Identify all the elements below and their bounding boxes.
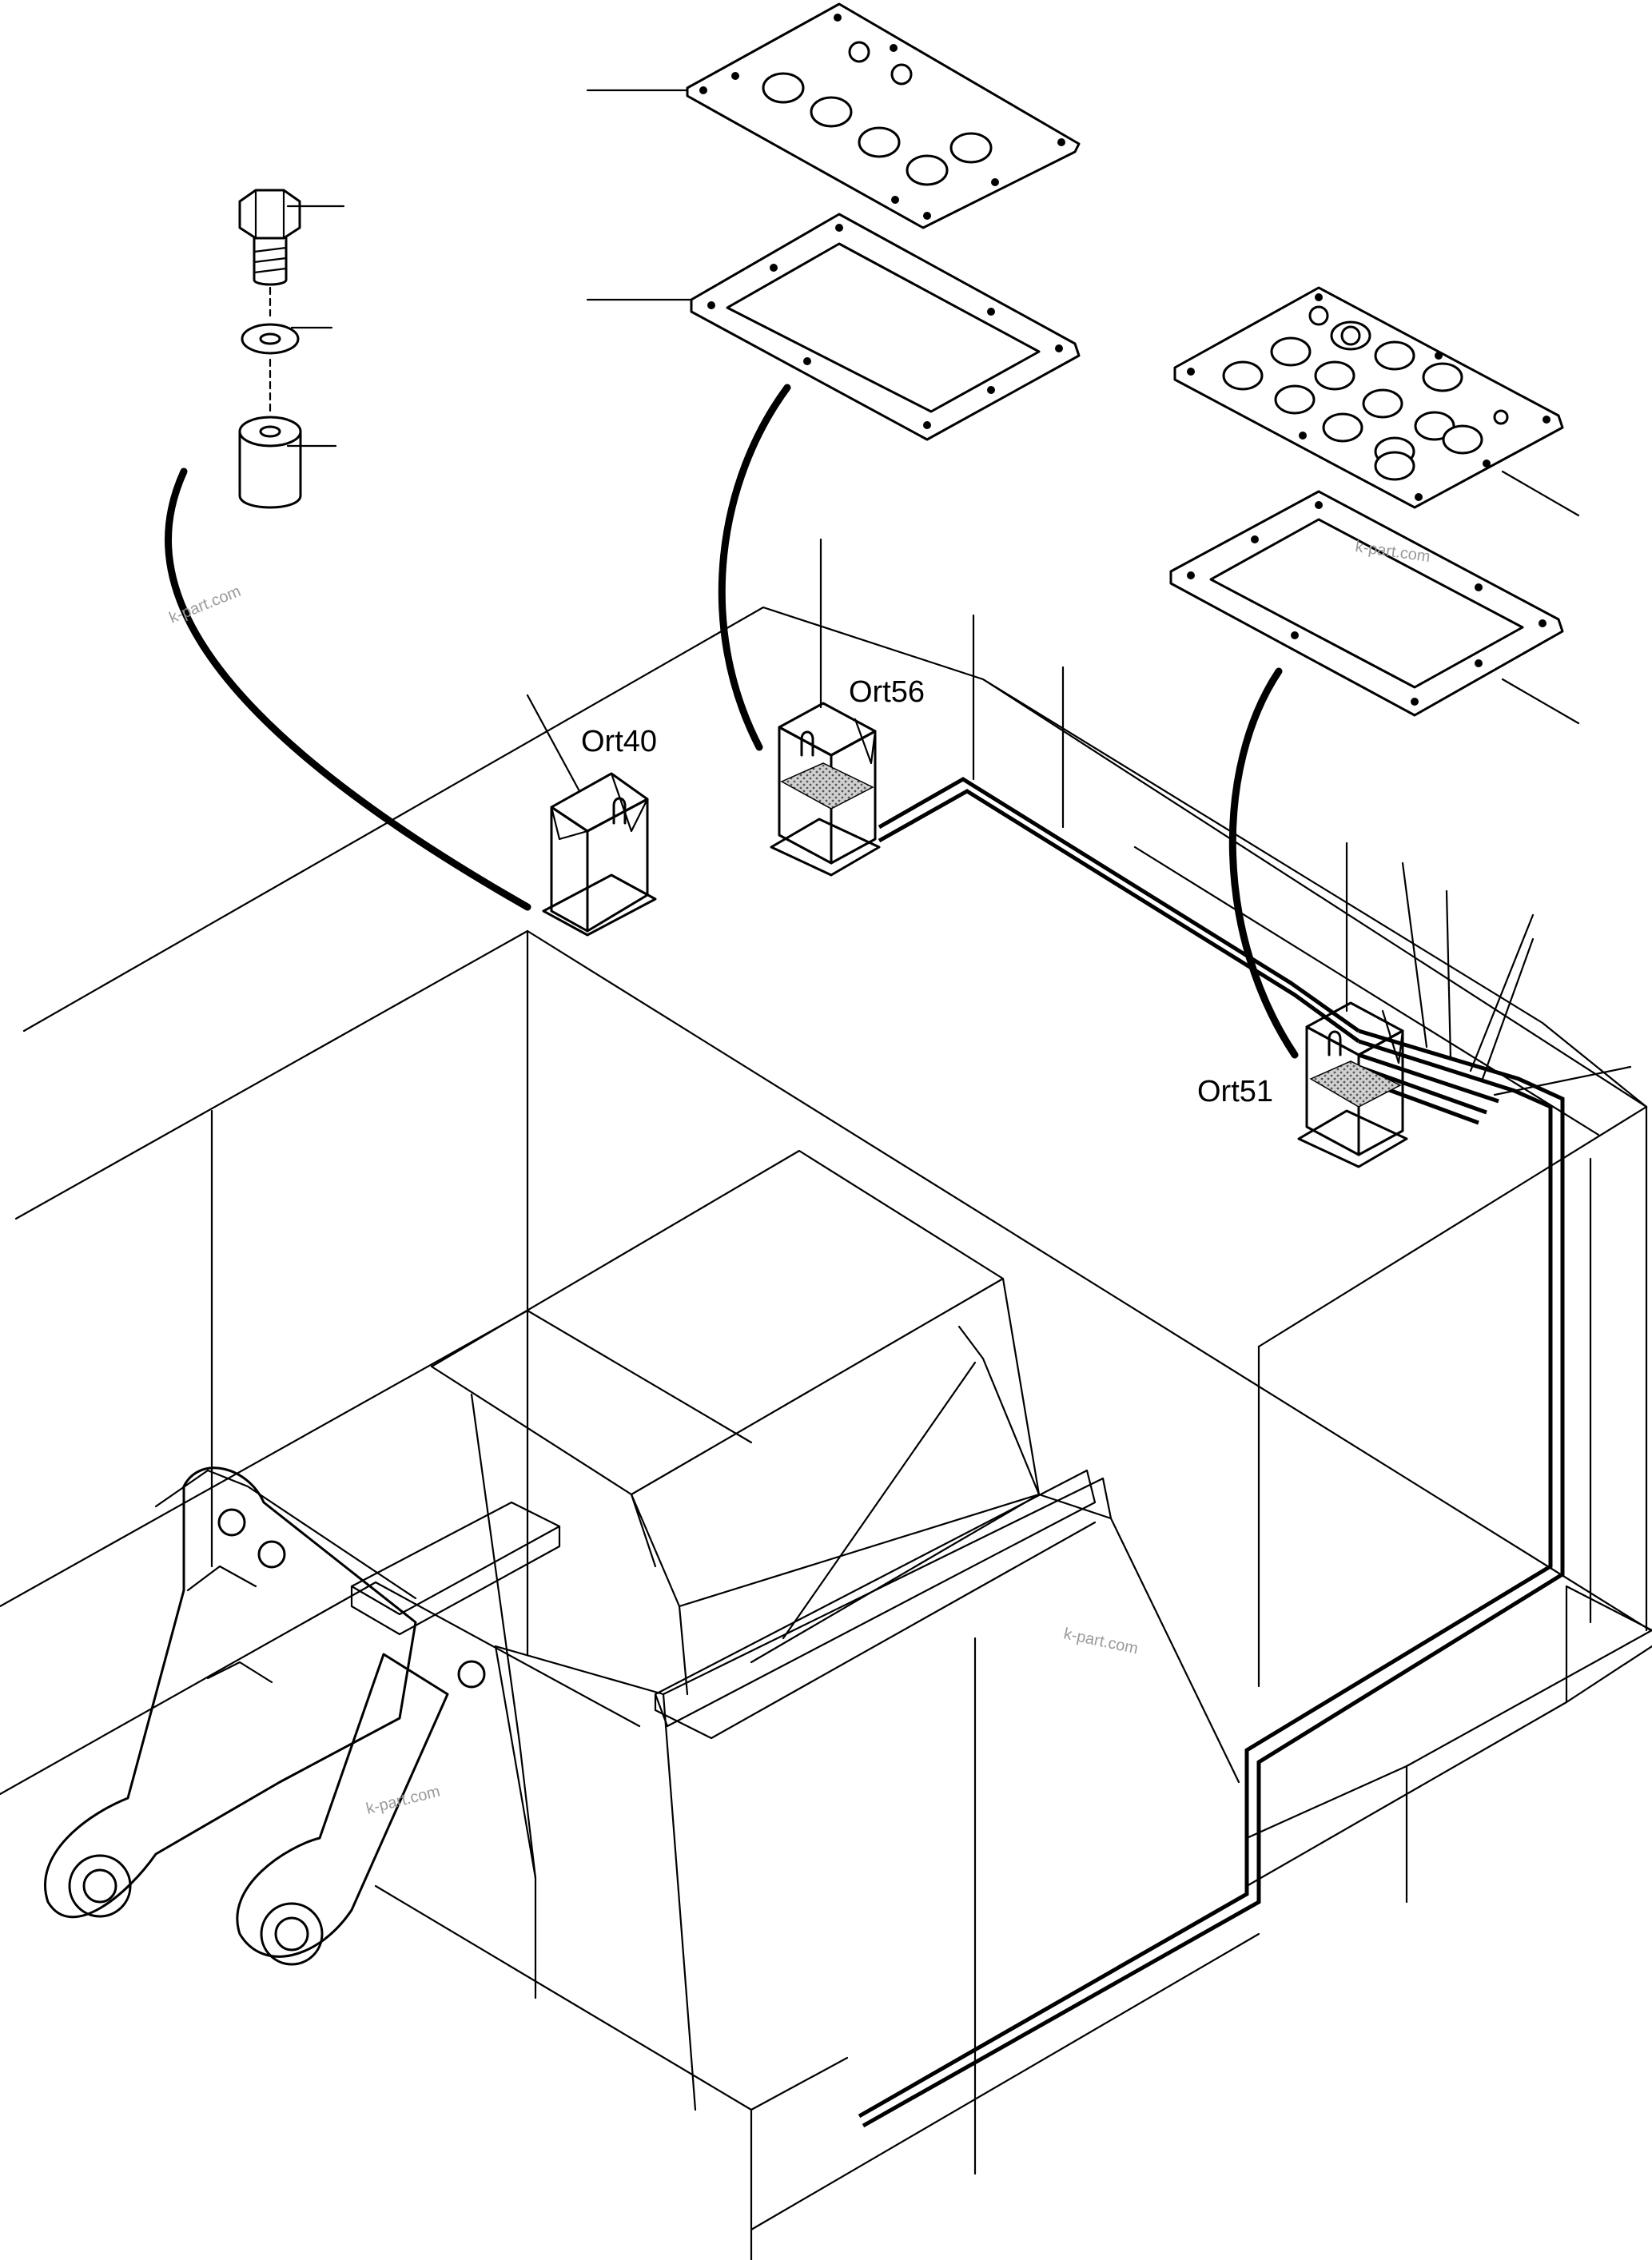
gasket-ort51	[1169, 490, 1564, 717]
machine-frame	[0, 606, 1652, 2260]
leader-lines	[286, 89, 1632, 1096]
cover-plate-ort51	[1173, 286, 1564, 509]
connector-box-ort40	[542, 772, 657, 937]
watermark-4: k-part.com	[364, 1783, 442, 1818]
cover-plate-ort56	[686, 2, 1081, 229]
connector-box-ort51	[1297, 1001, 1408, 1168]
connector-box-ort56	[770, 702, 881, 877]
watermark-3: k-part.com	[1062, 1625, 1140, 1657]
gasket-ort56	[690, 213, 1081, 441]
label-ort51: Ort51	[1197, 1075, 1273, 1108]
label-ort40: Ort40	[581, 725, 657, 758]
bolt-washer-spacer	[238, 189, 302, 509]
label-ort56: Ort56	[849, 675, 925, 709]
